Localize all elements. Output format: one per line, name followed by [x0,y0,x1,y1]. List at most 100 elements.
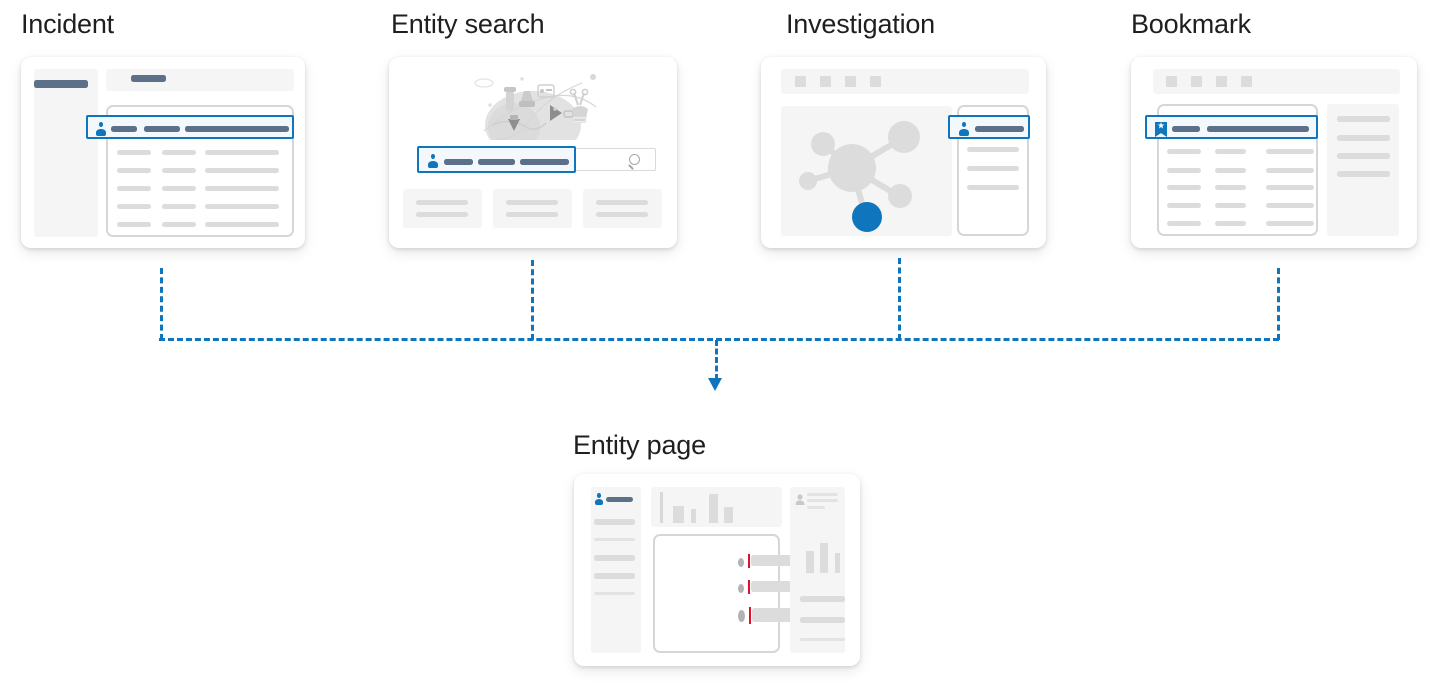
graph-selected-entity-node [852,202,882,232]
detail-line [594,573,635,579]
tile-line [596,200,648,205]
toolbar-button[interactable] [845,76,856,87]
person-icon [958,122,970,136]
table-cell [1266,221,1314,226]
bookmark-highlighted-row[interactable]: ★ [1145,115,1318,139]
entity-page-alert-list[interactable] [653,534,780,653]
investigation-toolbar [781,69,1029,94]
toolbar-button[interactable] [820,76,831,87]
person-icon [95,122,107,136]
table-cell [205,222,279,227]
table-cell [117,186,151,191]
investigation-graph-canvas[interactable] [781,106,952,236]
side-panel-line [967,185,1019,190]
table-cell [1167,168,1201,173]
suggestion-cell [444,159,473,165]
table-cell [1266,168,1314,173]
tile-line [596,212,648,217]
toolbar-button[interactable] [795,76,806,87]
entity-row-cell [144,126,180,132]
title-bookmark: Bookmark [1131,9,1251,39]
severity-dot [738,558,744,567]
side-panel-line [967,166,1019,171]
graph-node [888,121,920,153]
detail-line [594,519,635,525]
title-entity-page: Entity page [573,430,706,460]
table-cell [117,222,151,227]
graph-node [811,132,835,156]
entity-page-chart [651,487,782,527]
right-panel-divider [800,638,845,641]
abstract-search-illustration [474,74,597,140]
table-cell [205,204,279,209]
entity-search-highlighted-suggestion[interactable] [417,146,576,173]
right-panel-line [800,617,845,623]
entity-name-bar [606,497,633,502]
title-investigation: Investigation [786,9,935,39]
chart-bar [673,506,684,523]
right-panel-line [807,506,825,509]
table-cell [162,150,196,155]
severity-dot [738,610,745,622]
connector-entity-search [531,260,534,340]
incident-card[interactable] [21,57,305,248]
connector-bookmark [1277,268,1280,340]
detail-line [594,555,635,561]
investigation-highlighted-entity[interactable] [948,115,1030,139]
tile-line [506,212,558,217]
bookmark-side-panel [1327,104,1399,236]
incident-highlighted-entity-row[interactable] [86,115,294,139]
suggestion-cell [520,159,569,165]
result-tile[interactable] [403,189,482,228]
tile-line [506,200,558,205]
entity-name-bar [975,126,1024,132]
tile-line [416,200,468,205]
toolbar-button[interactable] [1216,76,1227,87]
entity-page-card[interactable] [574,474,860,666]
result-tile[interactable] [583,189,662,228]
right-chart-bar [835,553,840,573]
tile-line [416,212,468,217]
toolbar-button[interactable] [1191,76,1202,87]
chart-bar [709,494,718,523]
person-icon [427,154,439,168]
connector-to-entity-page [715,340,718,380]
incident-header-title [131,75,166,82]
person-icon [594,493,604,505]
chart-bar [691,509,696,523]
person-small-icon [795,494,805,505]
right-panel-line [807,499,838,502]
title-incident: Incident [21,9,114,39]
table-cell [162,222,196,227]
graph-node [888,184,912,208]
side-panel-line [1337,153,1390,159]
table-cell [205,186,279,191]
entity-search-card[interactable] [389,57,677,248]
right-panel-line [807,493,838,496]
table-cell [117,168,151,173]
chart-axis [660,492,663,523]
table-cell [162,186,196,191]
connector-bus [159,338,1279,341]
table-cell [117,204,151,209]
result-tile[interactable] [493,189,572,228]
table-cell [1266,149,1314,154]
table-cell [205,150,279,155]
right-chart-bar [820,543,828,573]
toolbar-button[interactable] [870,76,881,87]
suggestion-cell [478,159,515,165]
magnifier-icon[interactable] [628,154,642,170]
title-entity-search: Entity search [391,9,545,39]
table-cell [117,150,151,155]
entity-page-left-panel [591,487,641,653]
right-chart-bar [806,551,814,573]
table-cell [1167,203,1201,208]
down-arrow-icon [708,378,722,391]
right-panel-line [800,596,845,602]
entity-row-cell [185,126,289,132]
toolbar-button[interactable] [1166,76,1177,87]
toolbar-button[interactable] [1241,76,1252,87]
investigation-card[interactable] [761,57,1046,248]
bookmark-card[interactable]: ★ [1131,57,1417,248]
